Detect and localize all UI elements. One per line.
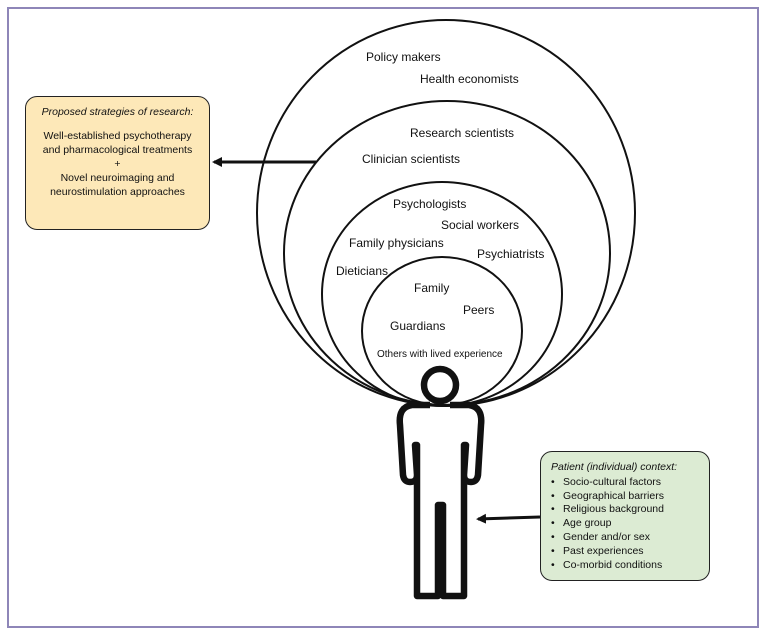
research-line-4: neurostimulation approaches — [50, 186, 185, 198]
label-social-workers: Social workers — [441, 218, 519, 232]
patient-box-title: Patient (individual) context: — [551, 461, 678, 473]
research-line-3: Novel neuroimaging and — [60, 172, 175, 184]
label-clinician-scientists: Clinician scientists — [362, 152, 460, 166]
patient-context-box: Patient (individual) context: •Socio-cul… — [540, 451, 710, 581]
label-dieticians: Dieticians — [336, 264, 388, 278]
patient-context-list: •Socio-cultural factors •Geographical ba… — [551, 476, 699, 573]
label-policy-makers: Policy makers — [366, 50, 441, 64]
list-item: •Geographical barriers — [551, 489, 664, 502]
label-others-lived-experience: Others with lived experience — [377, 349, 503, 360]
label-guardians: Guardians — [390, 319, 445, 333]
list-item: •Past experiences — [551, 544, 644, 557]
research-plus: + — [114, 158, 121, 170]
label-research-scientists: Research scientists — [410, 126, 514, 140]
list-item: •Religious background — [551, 503, 664, 516]
label-psychologists: Psychologists — [393, 197, 466, 211]
figure-frame — [7, 7, 759, 628]
inner-circle-family — [361, 256, 523, 406]
label-family: Family — [414, 281, 449, 295]
list-item: •Age group — [551, 517, 612, 530]
label-psychiatrists: Psychiatrists — [477, 247, 544, 261]
research-strategies-box: Proposed strategies of research: Well-es… — [25, 96, 210, 230]
person-head — [420, 365, 460, 405]
label-family-physicians: Family physicians — [349, 236, 444, 250]
list-item: •Co-morbid conditions — [551, 558, 663, 571]
research-box-title: Proposed strategies of research: — [41, 106, 194, 118]
label-health-economists: Health economists — [420, 72, 519, 86]
label-peers: Peers — [463, 303, 494, 317]
list-item: •Gender and/or sex — [551, 530, 650, 543]
patient-arrow — [476, 513, 541, 524]
research-line-2: and pharmacological treatments — [42, 144, 193, 156]
list-item: •Socio-cultural factors — [551, 475, 662, 488]
research-line-1: Well-established psychotherapy — [43, 130, 192, 142]
